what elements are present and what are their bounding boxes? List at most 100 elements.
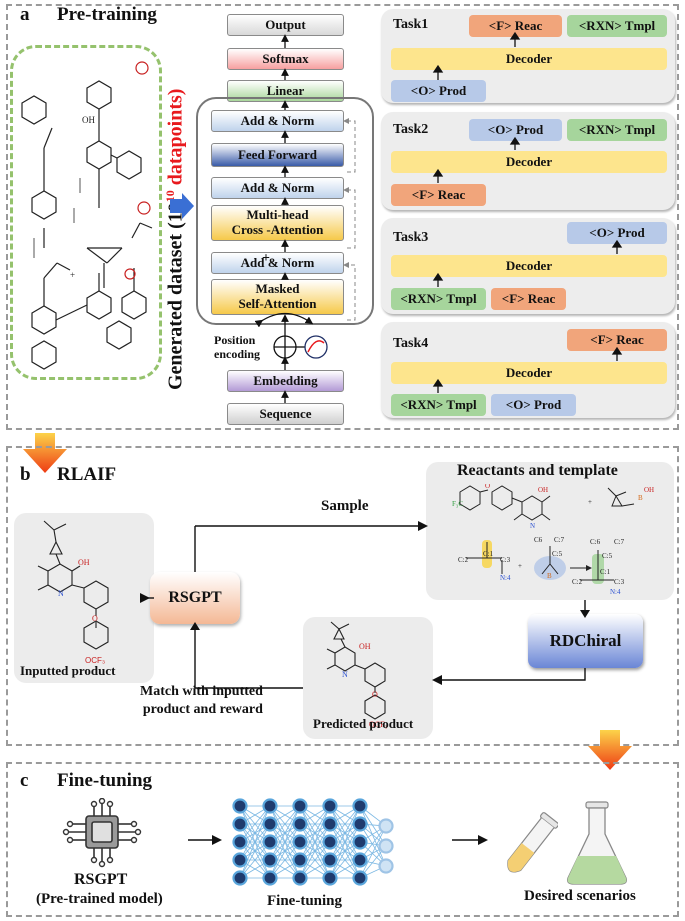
panel-b-title: RLAIF xyxy=(57,464,117,485)
b2-label: B xyxy=(638,494,643,502)
match-line2: product and reward xyxy=(142,702,263,718)
nn-node xyxy=(352,852,368,868)
nn-node xyxy=(232,852,248,868)
panel-c-letter: c xyxy=(20,770,29,791)
nn-node xyxy=(232,834,248,850)
atom-c7c: C:7 xyxy=(614,538,625,546)
svg-text:+: + xyxy=(262,251,270,266)
transformer-connectors: + xyxy=(254,34,356,403)
nn-node xyxy=(352,870,368,886)
panel-b xyxy=(6,446,679,746)
dataset-label-red: datapoints) xyxy=(164,88,187,191)
feed-forward-block: Feed Forward xyxy=(211,143,344,167)
test-tube-icon xyxy=(507,812,558,873)
predicted-product-molecule: OH N O OCF₃ xyxy=(326,621,388,729)
svg-text:OH: OH xyxy=(644,486,654,494)
atom-c3c: C:3 xyxy=(614,578,625,586)
nn-node xyxy=(292,834,308,850)
task4-card: Task4 <F> Reac Decoder <RXN> Tmpl <O> Pr… xyxy=(381,322,675,418)
position-line2: encoding xyxy=(214,346,261,361)
task2-card: Task2 <O> Prod <RXN> Tmpl Decoder <F> Re… xyxy=(381,112,675,210)
chip-icon xyxy=(62,798,142,868)
atom-c3a: C:3 xyxy=(500,556,511,564)
dataset-label: Generated dataset (101010 datapoints) xyxy=(163,89,188,390)
svg-text:+: + xyxy=(70,270,75,280)
task2-decoder: Decoder xyxy=(391,151,667,173)
rsgpt-box: RSGPT xyxy=(150,572,240,624)
inputted-ocf3: OCF₃ xyxy=(85,656,106,665)
add-norm-2: Add & Norm xyxy=(211,177,344,199)
cross-attention-block: Multi-head Cross -Attention xyxy=(211,205,344,241)
nn-node xyxy=(352,816,368,832)
atom-c6c: C:6 xyxy=(590,538,601,546)
nn-node xyxy=(232,870,248,886)
blue-arrow xyxy=(170,193,194,219)
atom-c5c: C:5 xyxy=(602,552,613,560)
nn-node xyxy=(322,852,338,868)
nn-node xyxy=(262,870,278,886)
nn-node xyxy=(322,834,338,850)
svg-text:O: O xyxy=(92,614,98,623)
rsgpt-label-c: RSGPT xyxy=(74,871,128,888)
svg-text:N: N xyxy=(530,522,535,530)
svg-text:+: + xyxy=(518,562,522,570)
task1-reac: <F> Reac xyxy=(469,15,562,37)
atom-c1a: C:1 xyxy=(483,550,494,558)
atom-b: B xyxy=(547,572,552,580)
svg-text:OH: OH xyxy=(82,115,95,125)
add-norm-1: Add & Norm xyxy=(211,110,344,132)
panel-c xyxy=(6,762,679,917)
oh-label: OH xyxy=(78,558,90,567)
nn-node xyxy=(352,834,368,850)
task3-reac: <F> Reac xyxy=(491,288,566,310)
rdchiral-box: RDChiral xyxy=(528,614,643,668)
task2-tmpl: <RXN> Tmpl xyxy=(567,119,667,141)
panel-b-letter: b xyxy=(20,464,31,485)
embedding-block: Embedding xyxy=(227,370,344,392)
nn-node xyxy=(262,798,278,814)
nn-node xyxy=(292,798,308,814)
task3-tmpl: <RXN> Tmpl xyxy=(391,288,486,310)
atom-c5b: C:5 xyxy=(552,550,563,558)
task2-reac: <F> Reac xyxy=(391,184,486,206)
neural-network-icon xyxy=(232,798,394,886)
sequence-block: Sequence xyxy=(227,403,344,425)
task4-tmpl: <RXN> Tmpl xyxy=(391,394,486,416)
task3-label: Task3 xyxy=(393,230,429,245)
panel-a xyxy=(6,4,679,430)
orange-arrow-b-c xyxy=(588,730,632,770)
nn-node xyxy=(262,834,278,850)
rlaif-flow-arrows xyxy=(140,521,590,689)
task2-prod: <O> Prod xyxy=(469,119,562,141)
inputted-product-molecule: OH N O xyxy=(37,520,109,650)
flow-arrows-c xyxy=(188,835,488,845)
task1-label: Task1 xyxy=(393,17,429,32)
svg-text:N: N xyxy=(58,589,64,598)
finetuning-label: Fine-tuning xyxy=(267,893,343,909)
dataset-label-text: Generated dataset (10 xyxy=(164,202,187,390)
position-encoding-label: Position encoding xyxy=(214,333,261,362)
task3-card: Task3 <O> Prod Decoder <RXN> Tmpl <F> Re… xyxy=(381,218,675,314)
nn-node xyxy=(292,852,308,868)
task3-decoder: Decoder xyxy=(391,255,667,277)
task3-prod: <O> Prod xyxy=(567,222,667,244)
task1-decoder: Decoder xyxy=(391,48,667,70)
pretrained-label: (Pre-trained model) xyxy=(36,891,163,907)
svg-text:+: + xyxy=(588,498,592,506)
add-norm-3: Add & Norm xyxy=(211,252,344,274)
svg-text:N: N xyxy=(342,670,348,679)
masked-line2: Self-Attention xyxy=(238,296,317,311)
task4-reac: <F> Reac xyxy=(567,329,667,351)
panel-a-letter: a xyxy=(20,4,30,25)
task1-prod: <O> Prod xyxy=(391,80,486,102)
nn-node xyxy=(352,798,368,814)
task1-card: Task1 <F> Reac <RXN> Tmpl Decoder <O> Pr… xyxy=(381,9,675,103)
desired-scenarios-label: Desired scenarios xyxy=(524,888,636,904)
nn-node xyxy=(378,838,394,854)
task2-label: Task2 xyxy=(393,122,429,137)
o1-label: O xyxy=(485,484,490,490)
task4-label: Task4 xyxy=(393,336,429,351)
molecule-drawings: OH + xyxy=(21,61,153,370)
svg-text:O: O xyxy=(372,690,378,699)
nn-node xyxy=(322,870,338,886)
